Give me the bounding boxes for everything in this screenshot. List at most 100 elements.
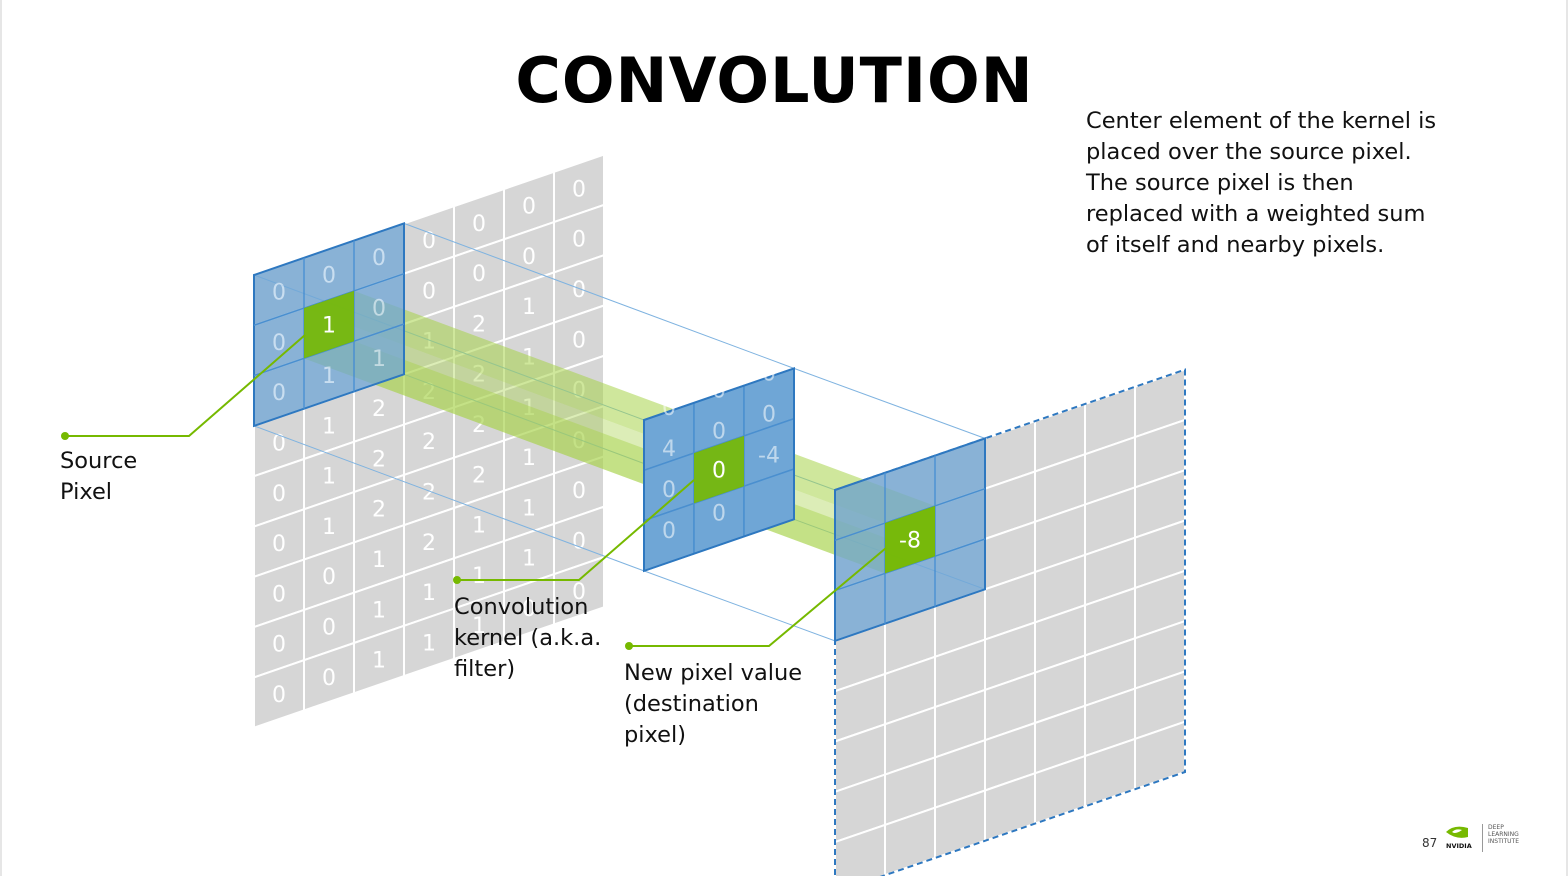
description-line: placed over the source pixel. (1086, 139, 1412, 165)
source-cell-value: 1 (522, 547, 536, 572)
kernel-cell-value: 0 (762, 362, 776, 387)
source-cell-value: 0 (322, 565, 336, 590)
window-cell-value: 0 (272, 331, 286, 356)
dli-line: INSTITUTE (1488, 838, 1520, 845)
source-cell-value: 0 (522, 245, 536, 270)
projection-line (403, 222, 795, 369)
source-cell-value: 0 (322, 615, 336, 640)
source-cell-value: 0 (422, 229, 436, 254)
source-cell-value: 1 (322, 414, 336, 439)
label-line: kernel (a.k.a. (454, 625, 602, 651)
label-line: Source (60, 448, 138, 474)
leader-dot (61, 432, 69, 440)
source-cell (553, 555, 605, 626)
window-cell-value: 1 (372, 347, 386, 372)
window-cell-value: 0 (372, 246, 386, 271)
source-cell-value: 0 (572, 429, 586, 454)
label-line: filter) (454, 656, 516, 682)
kernel-cell-value: 0 (762, 403, 776, 428)
label-line: Convolution (454, 594, 589, 620)
dli-line: LEARNING (1488, 831, 1519, 838)
source-cell-value: 0 (272, 532, 286, 557)
source-cell-value: 0 (572, 177, 586, 202)
leader-dot (453, 576, 461, 584)
source-cell-value: 0 (272, 582, 286, 607)
destination-outline (834, 368, 1186, 876)
description-line: of itself and nearby pixels. (1086, 232, 1385, 258)
source-cell-value: 0 (272, 431, 286, 456)
window-cell-value: 0 (322, 263, 336, 288)
source-pixel-highlight (304, 290, 354, 359)
dli-line: DEEP (1488, 824, 1504, 831)
source-cell-value: 0 (472, 262, 486, 287)
source-cell-value: 2 (472, 312, 486, 337)
kernel-cell-value: 0 (662, 519, 676, 544)
kernel-cell-value: 0 (662, 396, 676, 421)
source-cell-value: 0 (272, 683, 286, 708)
source-cell-value: 1 (322, 515, 336, 540)
slide-title: CONVOLUTION (515, 44, 1034, 117)
source-pixel-label: Source Pixel (60, 446, 137, 508)
window-cell-value: 0 (272, 281, 286, 306)
kernel-cell-value: 0 (712, 379, 726, 404)
source-cell-value: 1 (372, 548, 386, 573)
window-cell-value: 0 (372, 296, 386, 321)
kernel-center-value: 0 (712, 459, 726, 484)
label-line: New pixel value (624, 660, 803, 686)
source-cell-value: 1 (472, 564, 486, 589)
source-cell-value: 1 (522, 396, 536, 421)
kernel-cell-value: 0 (712, 420, 726, 445)
projection-line (643, 570, 836, 642)
destination-leader-line (629, 547, 887, 647)
kernel-cell-value: 4 (662, 437, 676, 462)
destination-pixel-highlight (885, 505, 935, 574)
source-cell-value: 2 (372, 498, 386, 523)
source-cell-value: 0 (572, 580, 586, 605)
slide-footer: 87 NVIDIA DEEP LEARNING INSTITUTE (1422, 822, 1542, 856)
dli-wordmark: DEEP LEARNING INSTITUTE (1488, 824, 1519, 845)
source-cell-value: 1 (372, 649, 386, 674)
source-cell-value: 1 (472, 514, 486, 539)
source-cell-value: 1 (472, 614, 486, 639)
leader-lines (61, 334, 887, 650)
description-line: The source pixel is then (1086, 170, 1354, 196)
source-cell-value: 2 (422, 380, 436, 405)
page-number: 87 (1422, 836, 1438, 850)
source-cell-value: 0 (522, 597, 536, 622)
kernel-leader-line (457, 479, 695, 581)
footer-divider (1482, 824, 1483, 852)
kernel-label: Convolution kernel (a.k.a. filter) (454, 592, 601, 685)
source-cell-value: 0 (572, 228, 586, 253)
destination-pixel-label: New pixel value (destination pixel) (624, 658, 802, 751)
kernel-cell-value: 0 (712, 502, 726, 527)
source-cell-value: 1 (422, 631, 436, 656)
source-cell-value: 1 (522, 446, 536, 471)
source-cell-value: 0 (272, 633, 286, 658)
source-cell-value: 0 (522, 195, 536, 220)
source-cell-value: 1 (322, 465, 336, 490)
label-line: Pixel (60, 479, 113, 505)
nvidia-eye-icon (1446, 826, 1468, 838)
source-cell-value: 0 (472, 212, 486, 237)
source-cell-value: 2 (422, 430, 436, 455)
kernel-center-highlight (694, 435, 744, 504)
source-cell-value: 0 (572, 278, 586, 303)
source-cell-value: 2 (372, 447, 386, 472)
nvidia-wordmark: NVIDIA (1446, 842, 1472, 850)
source-cell-value: 2 (372, 397, 386, 422)
label-line: (destination (624, 691, 759, 717)
projection-line (253, 425, 645, 572)
source-leader-line (65, 334, 306, 437)
source-cell-value: 0 (272, 482, 286, 507)
source-cell-value: 2 (472, 463, 486, 488)
source-cell-value: 1 (522, 496, 536, 521)
source-cell-value: 0 (322, 666, 336, 691)
description-line: Center element of the kernel is (1086, 108, 1437, 134)
source-pixel-value: 1 (322, 314, 336, 339)
label-line: pixel) (624, 722, 687, 748)
source-cell-value: 1 (422, 581, 436, 606)
source-cell-value: 2 (472, 413, 486, 438)
